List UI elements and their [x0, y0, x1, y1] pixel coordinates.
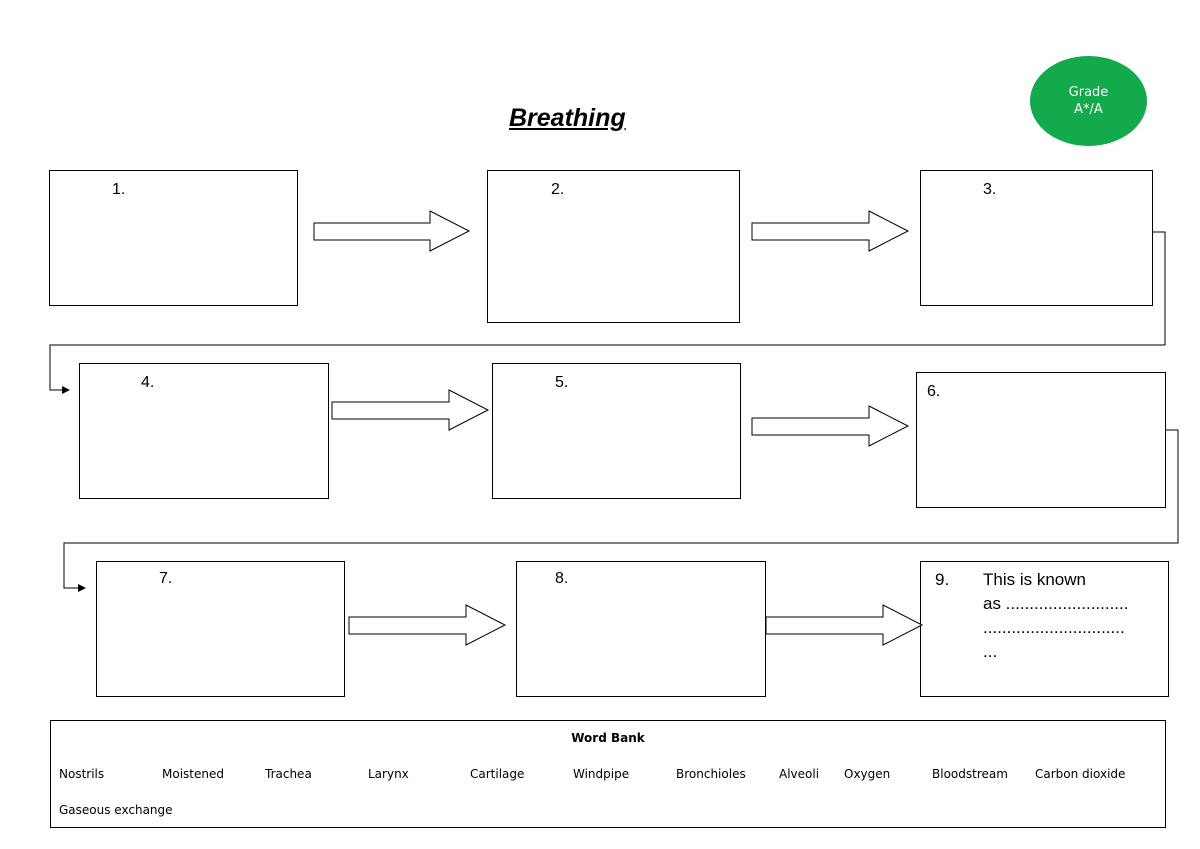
box-9-line: as ..........................: [983, 594, 1129, 613]
box-9-line: This is known: [983, 570, 1086, 589]
grade-value: A*/A: [1074, 102, 1103, 117]
box-number: 6.: [927, 383, 941, 400]
word-bank-word: Larynx: [368, 767, 409, 781]
word-bank-word: Bloodstream: [932, 767, 1008, 781]
arrow-4-to-5: [331, 389, 490, 431]
box-9-text: 9. This is known as ....................…: [935, 568, 1161, 664]
word-bank-word: Carbon dioxide: [1035, 767, 1126, 781]
flow-box-1[interactable]: 1.: [49, 170, 298, 306]
word-bank-word: Oxygen: [844, 767, 891, 781]
box-number: 4.: [141, 374, 155, 391]
connector-3-to-4-head: [62, 386, 70, 394]
flow-box-2[interactable]: 2.: [487, 170, 740, 323]
word-bank-word: Bronchioles: [676, 767, 746, 781]
flow-box-4[interactable]: 4.: [79, 363, 329, 499]
flow-box-6[interactable]: 6.: [916, 372, 1166, 508]
box-number: 7.: [159, 570, 173, 587]
box-number: 9.: [935, 570, 950, 589]
box-9-line: ..............................: [983, 618, 1125, 637]
box-number: 8.: [555, 570, 569, 587]
word-bank-word: Alveoli: [779, 767, 820, 781]
box-number: 3.: [983, 181, 997, 198]
grade-badge: Grade A*/A: [1030, 56, 1147, 146]
flow-box-5[interactable]: 5.: [492, 363, 741, 499]
arrow-5-to-6: [751, 405, 910, 447]
word-bank-title: Word Bank: [571, 731, 645, 745]
word-bank: Word Bank Nostrils Moistened Trachea Lar…: [50, 720, 1166, 828]
connector-6-to-7-head: [78, 584, 86, 592]
word-bank-word: Gaseous exchange: [59, 803, 173, 817]
word-bank-word: Trachea: [265, 767, 312, 781]
box-number: 1.: [112, 181, 126, 198]
word-bank-word: Cartilage: [470, 767, 525, 781]
flow-box-8[interactable]: 8.: [516, 561, 766, 697]
arrow-2-to-3: [751, 210, 910, 252]
flow-box-9[interactable]: 9. This is known as ....................…: [920, 561, 1169, 697]
word-bank-word: Windpipe: [573, 767, 630, 781]
arrow-1-to-2: [313, 210, 471, 252]
arrow-8-to-9: [765, 604, 924, 646]
grade-label: Grade: [1068, 85, 1109, 100]
flow-box-3[interactable]: 3.: [920, 170, 1153, 306]
box-9-line: ...: [983, 642, 998, 661]
box-number: 2.: [551, 181, 565, 198]
word-bank-word: Moistened: [162, 767, 224, 781]
box-number: 5.: [555, 374, 569, 391]
flow-box-7[interactable]: 7.: [96, 561, 345, 697]
word-bank-word: Nostrils: [59, 767, 105, 781]
arrow-7-to-8: [348, 604, 507, 646]
page-title: Breathing: [509, 104, 626, 132]
